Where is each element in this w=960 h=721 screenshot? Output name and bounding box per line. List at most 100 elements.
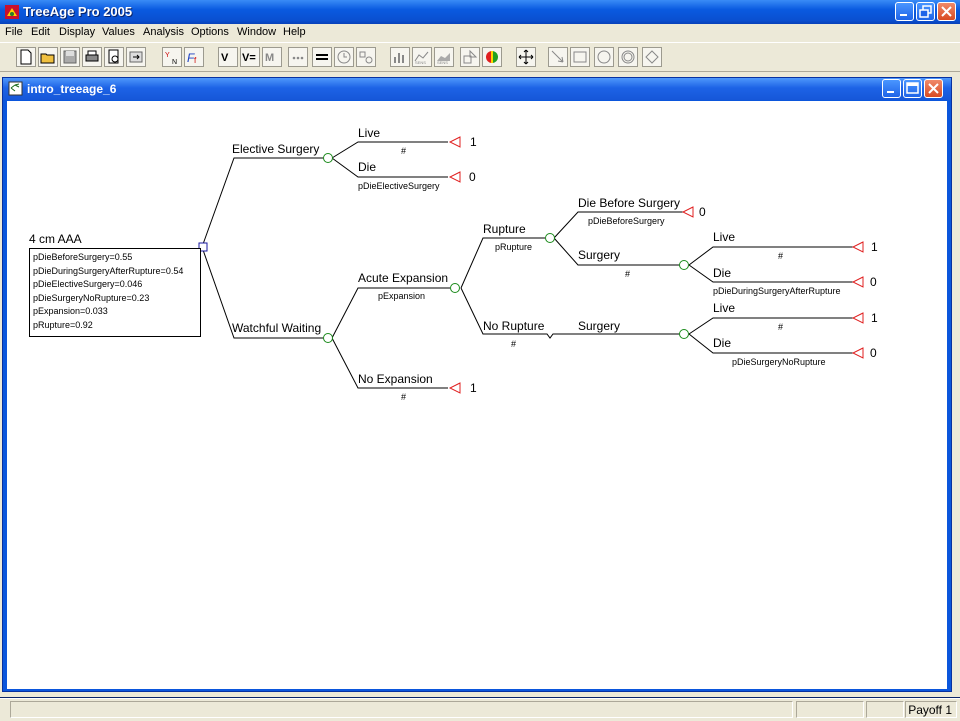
arrow-tool-button[interactable] bbox=[548, 47, 568, 67]
prob-elective-live: # bbox=[401, 146, 407, 156]
svg-text:V=: V= bbox=[242, 52, 256, 64]
sensitivity-button[interactable]: SENS bbox=[412, 47, 432, 67]
print-preview-icon bbox=[108, 49, 119, 64]
close-button[interactable] bbox=[937, 2, 956, 21]
branch-acute-expansion[interactable]: Acute Expansion bbox=[358, 271, 449, 285]
bar-chart-button[interactable] bbox=[390, 47, 410, 67]
define-variable-button[interactable]: V= bbox=[240, 47, 260, 67]
new-document-icon bbox=[20, 49, 32, 65]
app-title-bar: TreeAge Pro 2005 bbox=[0, 0, 960, 24]
tree-document-icon[interactable] bbox=[8, 81, 23, 96]
markov-button[interactable]: M bbox=[262, 47, 282, 67]
branch-elective-die[interactable]: Die bbox=[358, 160, 377, 174]
chance-node-elective[interactable] bbox=[323, 153, 333, 163]
close-icon bbox=[928, 83, 939, 94]
rounded-rect-tool-button[interactable] bbox=[618, 47, 638, 67]
status-panel bbox=[866, 701, 904, 718]
chance-node-surgery-no-rupture[interactable] bbox=[679, 329, 689, 339]
branch-no-rupture-surgery-die[interactable]: Die bbox=[713, 336, 732, 350]
new-button[interactable] bbox=[16, 47, 36, 67]
sensitivity-area-icon: SENS bbox=[437, 53, 450, 65]
diamond-icon bbox=[645, 50, 659, 64]
branch-die-before-surgery[interactable]: Die Before Surgery bbox=[578, 196, 681, 210]
move-arrows-icon bbox=[518, 49, 534, 65]
ellipse-tool-button[interactable] bbox=[594, 47, 614, 67]
export-button[interactable] bbox=[126, 47, 146, 67]
sensitivity-2-button[interactable]: SENS bbox=[434, 47, 454, 67]
doc-maximize-button[interactable] bbox=[903, 79, 922, 98]
payoff-rupture-surgery-die: 0 bbox=[870, 275, 877, 289]
treeage-app-icon[interactable] bbox=[4, 4, 20, 20]
branch-rupture-surgery-live[interactable]: Live bbox=[713, 230, 736, 244]
svg-text:N: N bbox=[172, 59, 177, 65]
diamond-tool-button[interactable] bbox=[642, 47, 662, 67]
svg-text:f: f bbox=[194, 56, 197, 65]
payoff-no-rupture-surgery-live: 1 bbox=[871, 311, 878, 325]
equals-button[interactable] bbox=[312, 47, 332, 67]
node-tool-button[interactable] bbox=[356, 47, 376, 67]
doc-minimize-button[interactable] bbox=[882, 79, 901, 98]
branch-elective-surgery[interactable]: Elective Surgery bbox=[232, 142, 320, 156]
tree-canvas[interactable]: 4 cm AAA pDieBeforeSurgery=0.55 pDieDuri… bbox=[7, 101, 947, 689]
variables-box[interactable]: pDieBeforeSurgery=0.55 pDieDuringSurgery… bbox=[29, 248, 201, 337]
rectangle-tool-button[interactable] bbox=[570, 47, 590, 67]
chance-node-rupture[interactable] bbox=[545, 233, 555, 243]
print-button[interactable] bbox=[82, 47, 102, 67]
menu-window[interactable]: Window bbox=[237, 26, 277, 38]
terminal-node[interactable] bbox=[851, 276, 864, 288]
chance-node-surgery-rupture[interactable] bbox=[679, 260, 689, 270]
doc-close-button[interactable] bbox=[924, 79, 943, 98]
prob-rupture-surgery-live: # bbox=[778, 251, 784, 261]
status-panel bbox=[796, 701, 864, 718]
terminal-node[interactable] bbox=[851, 347, 864, 359]
menu-values[interactable]: Values bbox=[102, 26, 135, 38]
shapes-button[interactable] bbox=[460, 47, 480, 67]
minimize-icon bbox=[887, 91, 894, 93]
menu-bar: File Edit Display Values Analysis Option… bbox=[0, 24, 960, 42]
menu-edit[interactable]: Edit bbox=[31, 26, 50, 38]
ellipsis-button[interactable] bbox=[288, 47, 308, 67]
prob-no-rupture: # bbox=[511, 339, 517, 349]
payoff-no-expansion: 1 bbox=[470, 381, 477, 395]
chance-node-watchful[interactable] bbox=[323, 333, 333, 343]
chance-node-acute[interactable] bbox=[450, 283, 460, 293]
payoff-no-rupture-surgery-die: 0 bbox=[870, 346, 877, 360]
decision-node[interactable] bbox=[198, 242, 208, 252]
save-button[interactable] bbox=[60, 47, 80, 67]
branch-elective-live[interactable]: Live bbox=[358, 126, 381, 140]
move-button[interactable] bbox=[516, 47, 536, 67]
terminal-node[interactable] bbox=[448, 136, 461, 148]
status-message-panel bbox=[10, 701, 793, 718]
minimize-button[interactable] bbox=[895, 2, 914, 21]
terminal-node[interactable] bbox=[851, 312, 864, 324]
variables-button[interactable]: V bbox=[218, 47, 238, 67]
menu-display[interactable]: Display bbox=[59, 26, 96, 38]
terminal-node[interactable] bbox=[448, 382, 461, 394]
branch-rupture-surgery-die[interactable]: Die bbox=[713, 266, 732, 280]
branch-surgery-no-rupture[interactable]: Surgery bbox=[578, 319, 621, 333]
color-button[interactable] bbox=[482, 47, 502, 67]
print-preview-button[interactable] bbox=[104, 47, 124, 67]
prob-elective-die: pDieElectiveSurgery bbox=[358, 181, 440, 191]
branch-no-expansion[interactable]: No Expansion bbox=[358, 372, 433, 386]
clock-button[interactable] bbox=[334, 47, 354, 67]
branch-no-rupture-surgery-live[interactable]: Live bbox=[713, 301, 736, 315]
open-button[interactable] bbox=[38, 47, 58, 67]
terminal-node[interactable] bbox=[681, 206, 694, 218]
menu-help[interactable]: Help bbox=[283, 26, 306, 38]
tree-document-window: intro_treeage_6 bbox=[2, 77, 952, 692]
variable-icon: V bbox=[221, 52, 229, 64]
menu-file[interactable]: File bbox=[5, 26, 23, 38]
terminal-node[interactable] bbox=[448, 171, 461, 183]
maximize-icon bbox=[906, 82, 919, 94]
menu-analysis[interactable]: Analysis bbox=[143, 26, 184, 38]
branch-no-rupture[interactable]: No Rupture bbox=[483, 319, 545, 333]
restore-button[interactable] bbox=[916, 2, 935, 21]
branch-rupture[interactable]: Rupture bbox=[483, 222, 526, 236]
terminal-node[interactable] bbox=[851, 241, 864, 253]
branch-watchful-waiting[interactable]: Watchful Waiting bbox=[232, 321, 322, 335]
branch-surgery-after-rupture[interactable]: Surgery bbox=[578, 248, 621, 262]
menu-options[interactable]: Options bbox=[191, 26, 229, 38]
